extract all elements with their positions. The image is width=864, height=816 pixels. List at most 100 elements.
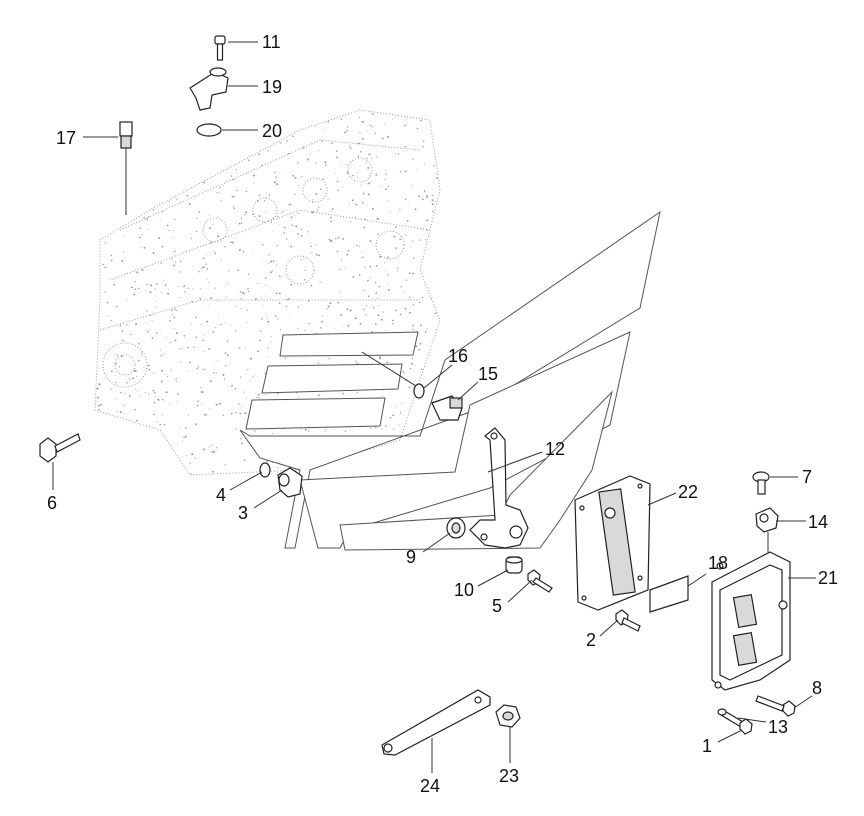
engine-speckle (375, 292, 378, 294)
engine-speckle (236, 189, 238, 192)
engine-speckle (208, 282, 210, 283)
engine-speckle (225, 296, 227, 298)
part-14-clamp (755, 507, 779, 560)
engine-speckle (374, 426, 377, 429)
engine-speckle (162, 398, 164, 401)
engine-speckle (395, 247, 398, 250)
engine-speckle (340, 118, 343, 121)
engine-speckle (307, 299, 310, 302)
engine-speckle (197, 400, 199, 403)
engine-speckle (121, 330, 124, 332)
engine-speckle (200, 387, 202, 389)
engine-speckle (143, 246, 146, 249)
engine-speckle (261, 260, 263, 262)
engine-speckle (194, 457, 196, 459)
engine-speckle (191, 453, 194, 456)
engine-speckle (349, 145, 351, 147)
engine-speckle (412, 329, 414, 331)
engine-speckle (163, 423, 166, 426)
engine-speckle (208, 348, 210, 350)
engine-speckle (115, 362, 117, 365)
engine-speckle (279, 141, 282, 144)
engine-speckle (206, 320, 209, 323)
engine-speckle (357, 155, 359, 157)
engine-speckle (148, 328, 150, 330)
engine-speckle (324, 164, 327, 166)
engine-speckle (102, 263, 104, 266)
engine-speckle (412, 240, 414, 242)
engine-speckle (135, 419, 138, 422)
engine-speckle (382, 311, 384, 313)
engine-speckle (329, 302, 332, 305)
engine-speckle (351, 199, 354, 202)
leader-lines (52, 41, 816, 773)
engine-speckle (168, 229, 170, 232)
engine-speckle (182, 440, 183, 442)
engine-speckle (178, 285, 179, 287)
engine-speckle (387, 200, 389, 202)
engine-speckle (215, 403, 218, 406)
engine-speckle (252, 174, 255, 177)
engine-speckle (290, 204, 292, 206)
engine-speckle (246, 322, 248, 324)
engine-speckle (213, 365, 215, 367)
engine-speckle (186, 455, 188, 457)
engine-speckle (315, 253, 318, 256)
engine-speckle (171, 309, 173, 311)
engine-speckle (363, 193, 365, 195)
callout-9: 9 (406, 547, 416, 567)
engine-speckle (279, 224, 281, 225)
engine-speckle (212, 224, 214, 226)
engine-speckle (230, 175, 232, 177)
engine-speckle (393, 235, 396, 238)
engine-speckle (247, 287, 249, 290)
engine-speckle (416, 169, 418, 171)
engine-speckle (333, 231, 335, 233)
engine-speckle (222, 414, 224, 416)
callout-14: 14 (808, 512, 828, 532)
engine-speckle (277, 318, 279, 320)
engine-speckle (376, 297, 378, 299)
engine-speckle (104, 291, 106, 293)
engine-speckle (408, 205, 410, 207)
engine-speckle (324, 430, 326, 432)
engine-speckle (271, 270, 273, 272)
engine-speckle (434, 312, 437, 315)
engine-speckle (113, 283, 116, 286)
engine-speckle (367, 279, 369, 282)
engine-speckle (212, 470, 215, 473)
engine-speckle (420, 119, 422, 122)
engine-speckle (238, 403, 240, 405)
engine-speckle (419, 342, 422, 345)
part-8-bolt (755, 695, 796, 717)
engine-speckle (141, 351, 143, 353)
engine-speckle (276, 264, 278, 266)
engine-speckle (234, 330, 237, 332)
engine-speckle (126, 299, 128, 301)
engine-speckle (387, 135, 390, 138)
engine-speckle (360, 184, 362, 186)
engine-speckle (296, 232, 299, 235)
part-16-o-ring (413, 383, 425, 399)
engine-speckle (281, 212, 283, 214)
engine-speckle (355, 203, 358, 206)
engine-speckle (187, 346, 189, 349)
engine-speckle (124, 392, 126, 394)
callout-10: 10 (454, 580, 474, 600)
engine-speckle (99, 383, 101, 386)
engine-speckle (335, 238, 337, 240)
callout-12: 12 (545, 439, 565, 459)
engine-speckle (176, 198, 178, 200)
engine-speckle (233, 196, 235, 198)
engine-speckle (356, 171, 358, 173)
engine-speckle (106, 301, 109, 304)
engine-speckle (268, 194, 271, 196)
engine-speckle (265, 211, 267, 212)
engine-speckle (322, 178, 325, 180)
engine-speckle (312, 201, 314, 203)
engine-speckle (423, 190, 426, 192)
engine-speckle (153, 401, 156, 404)
engine-speckle (104, 377, 106, 379)
engine-speckle (371, 207, 374, 210)
engine-speckle (411, 185, 413, 187)
